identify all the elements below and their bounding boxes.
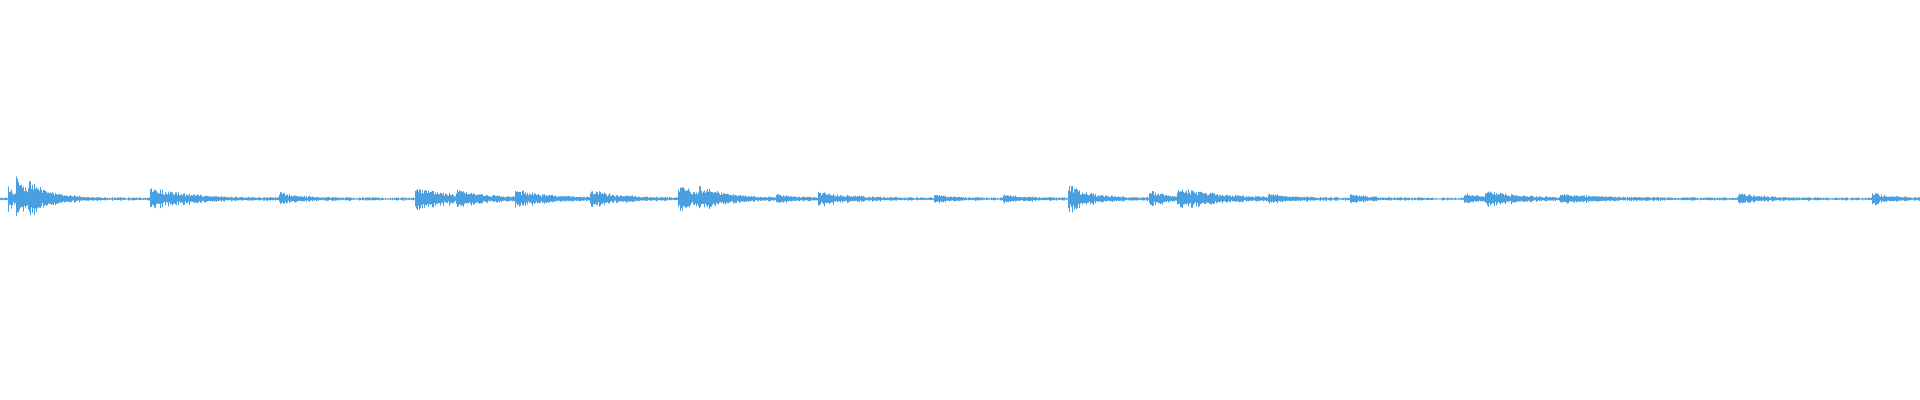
waveform-trace — [0, 176, 1920, 216]
